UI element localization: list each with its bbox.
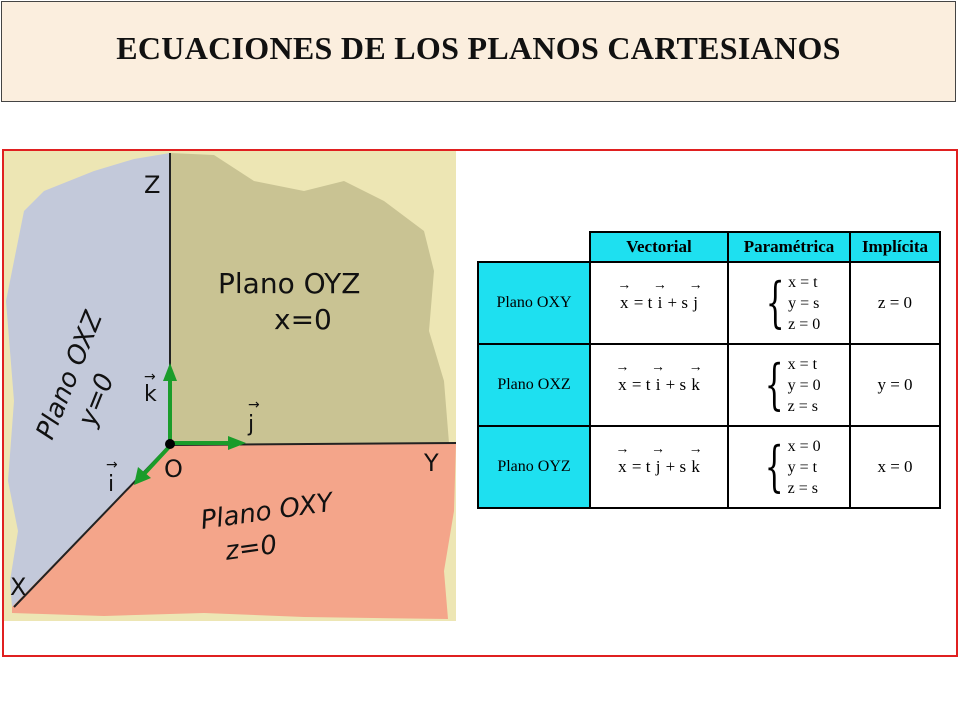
vec-eq: = t xyxy=(633,293,653,312)
vec-x: x xyxy=(619,293,630,313)
header-vectorial: Vectorial xyxy=(589,231,729,263)
x-axis-label: X xyxy=(10,573,26,601)
z-axis-label: Z xyxy=(144,171,160,199)
plane-oxy xyxy=(12,443,456,619)
vec-k-label: k xyxy=(144,382,157,407)
header-blank-cell xyxy=(478,232,591,263)
parametric-equation: { x = 0 y = t z = s xyxy=(727,425,851,509)
param-line: x = t xyxy=(788,273,818,291)
vec-a: j xyxy=(655,457,662,477)
vec-a: i xyxy=(657,293,664,313)
plane-oxy-equation: z=0 xyxy=(222,530,279,567)
param-line: z = s xyxy=(787,479,819,497)
vec-b: j xyxy=(692,293,699,313)
param-line: y = s xyxy=(788,294,820,312)
param-line: x = t xyxy=(787,355,818,373)
vec-b: k xyxy=(690,457,701,477)
table-row: Plano OXY x = t i + s j { x = t y = s z … xyxy=(477,261,941,345)
origin-point xyxy=(165,439,175,449)
header-parametrica: Paramétrica xyxy=(727,231,851,263)
brace-icon: { xyxy=(765,435,784,498)
equations-table: Vectorial Paramétrica Implícita Plano OX… xyxy=(477,231,941,509)
row-plane-label: Plano OXZ xyxy=(477,343,591,427)
slide-title: ECUACIONES DE LOS PLANOS CARTESIANOS xyxy=(116,30,841,66)
vec-plus: + s xyxy=(667,293,688,312)
vec-j-arrow-icon: → xyxy=(248,397,260,413)
param-line: y = 0 xyxy=(787,376,821,394)
vec-x: x xyxy=(617,457,628,477)
plane-oyz-equation: x=0 xyxy=(274,303,332,336)
param-line: y = t xyxy=(787,458,818,476)
row-plane-label: Plano OXY xyxy=(477,261,591,345)
brace-icon: { xyxy=(765,271,785,334)
brace-icon: { xyxy=(765,353,784,416)
table-row: Plano OYZ x = t j + s k { x = 0 y = t z … xyxy=(477,425,941,509)
vec-j-label: j xyxy=(247,412,254,437)
vec-plus: + s xyxy=(665,375,687,394)
vectorial-equation: x = t i + s j xyxy=(589,261,729,345)
vector-j-head xyxy=(228,436,246,450)
vec-x: x xyxy=(617,375,628,395)
param-line: z = s xyxy=(787,397,819,415)
plane-oxz xyxy=(6,153,170,607)
vec-i-arrow-icon: → xyxy=(106,457,118,473)
table-row: Plano OXZ x = t i + s k { x = t y = 0 z … xyxy=(477,343,941,427)
vec-b: k xyxy=(690,375,701,395)
parametric-equation: { x = t y = 0 z = s xyxy=(727,343,851,427)
vec-eq: = t xyxy=(631,457,651,476)
vec-k-arrow-icon: → xyxy=(144,369,156,385)
table-header-row: Vectorial Paramétrica Implícita xyxy=(478,231,941,263)
y-axis-label: Y xyxy=(423,449,439,477)
plane-oyz-label: Plano OYZ xyxy=(218,267,360,300)
title-box: ECUACIONES DE LOS PLANOS CARTESIANOS xyxy=(1,1,956,102)
parametric-equation: { x = t y = s z = 0 xyxy=(727,261,851,345)
vectorial-equation: x = t j + s k xyxy=(589,425,729,509)
row-plane-label: Plano OYZ xyxy=(477,425,591,509)
vector-k-head xyxy=(163,363,177,381)
vec-i-label: i xyxy=(108,472,114,497)
implicit-equation: x = 0 xyxy=(849,425,941,509)
vector-i-head xyxy=(134,467,151,485)
param-line: z = 0 xyxy=(788,315,821,333)
coordinate-planes-diagram: Z Y X O k → j → i → Plano OYZ x=0 Plano … xyxy=(4,151,456,621)
vec-eq: = t xyxy=(631,375,651,394)
header-implicita: Implícita xyxy=(849,231,941,263)
implicit-equation: y = 0 xyxy=(849,343,941,427)
implicit-equation: z = 0 xyxy=(849,261,941,345)
origin-label: O xyxy=(164,455,183,483)
vectorial-equation: x = t i + s k xyxy=(589,343,729,427)
vec-a: i xyxy=(655,375,662,395)
vector-i xyxy=(142,445,171,476)
param-line: x = 0 xyxy=(787,437,821,455)
vec-plus: + s xyxy=(665,457,687,476)
plane-oyz xyxy=(170,153,449,445)
